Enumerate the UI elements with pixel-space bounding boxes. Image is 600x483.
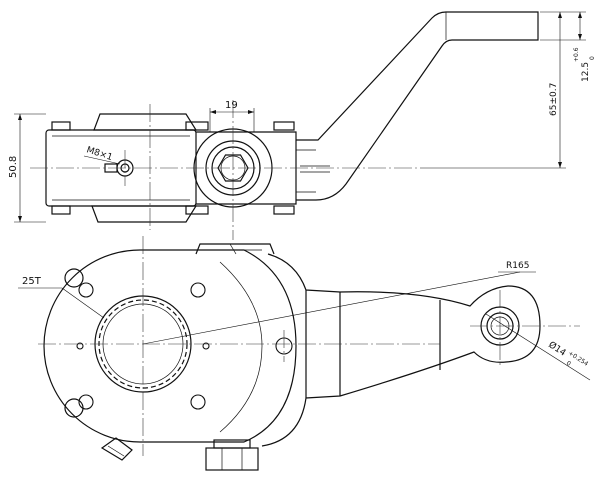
- dim-12-5-label: 12.5: [581, 62, 591, 82]
- top-view: 19 50.8 M8×1 65±0.7 12.5 +0.6 0: [8, 11, 596, 240]
- top-flange: [93, 113, 198, 131]
- radius-r165-label: R165: [506, 261, 529, 271]
- dim-50-8-label: 50.8: [8, 156, 19, 178]
- bore-14-tol-upper: +0.254: [567, 350, 590, 368]
- dim-12-5-tol-upper: +0.6: [573, 47, 580, 62]
- thread-m8-label: M8×1: [85, 145, 114, 163]
- bolt-hole: [190, 282, 206, 298]
- dim-12-5-tol-lower: 0: [589, 56, 596, 60]
- front-body: [43, 249, 297, 443]
- front-grease-fitting: [100, 437, 133, 461]
- bottom-flange: [91, 205, 198, 223]
- small-hole: [76, 342, 84, 350]
- bore-14-label: Ø14: [546, 339, 568, 358]
- dim-65-label: 65±0.7: [549, 83, 559, 116]
- bolt-hole: [78, 282, 94, 298]
- dim-19-label: 19: [225, 100, 238, 111]
- front-lever-arm: [261, 253, 541, 447]
- bore-14-tol-lower: 0: [565, 360, 572, 368]
- worm-nut-front: [205, 447, 259, 471]
- small-hole: [202, 342, 210, 350]
- bolt-hole: [190, 394, 206, 410]
- top-lever-arm: [296, 11, 539, 201]
- spline-25t-label: 25T: [22, 276, 42, 287]
- front-view: R165 25T Ø14 +0.254 0: [18, 236, 591, 471]
